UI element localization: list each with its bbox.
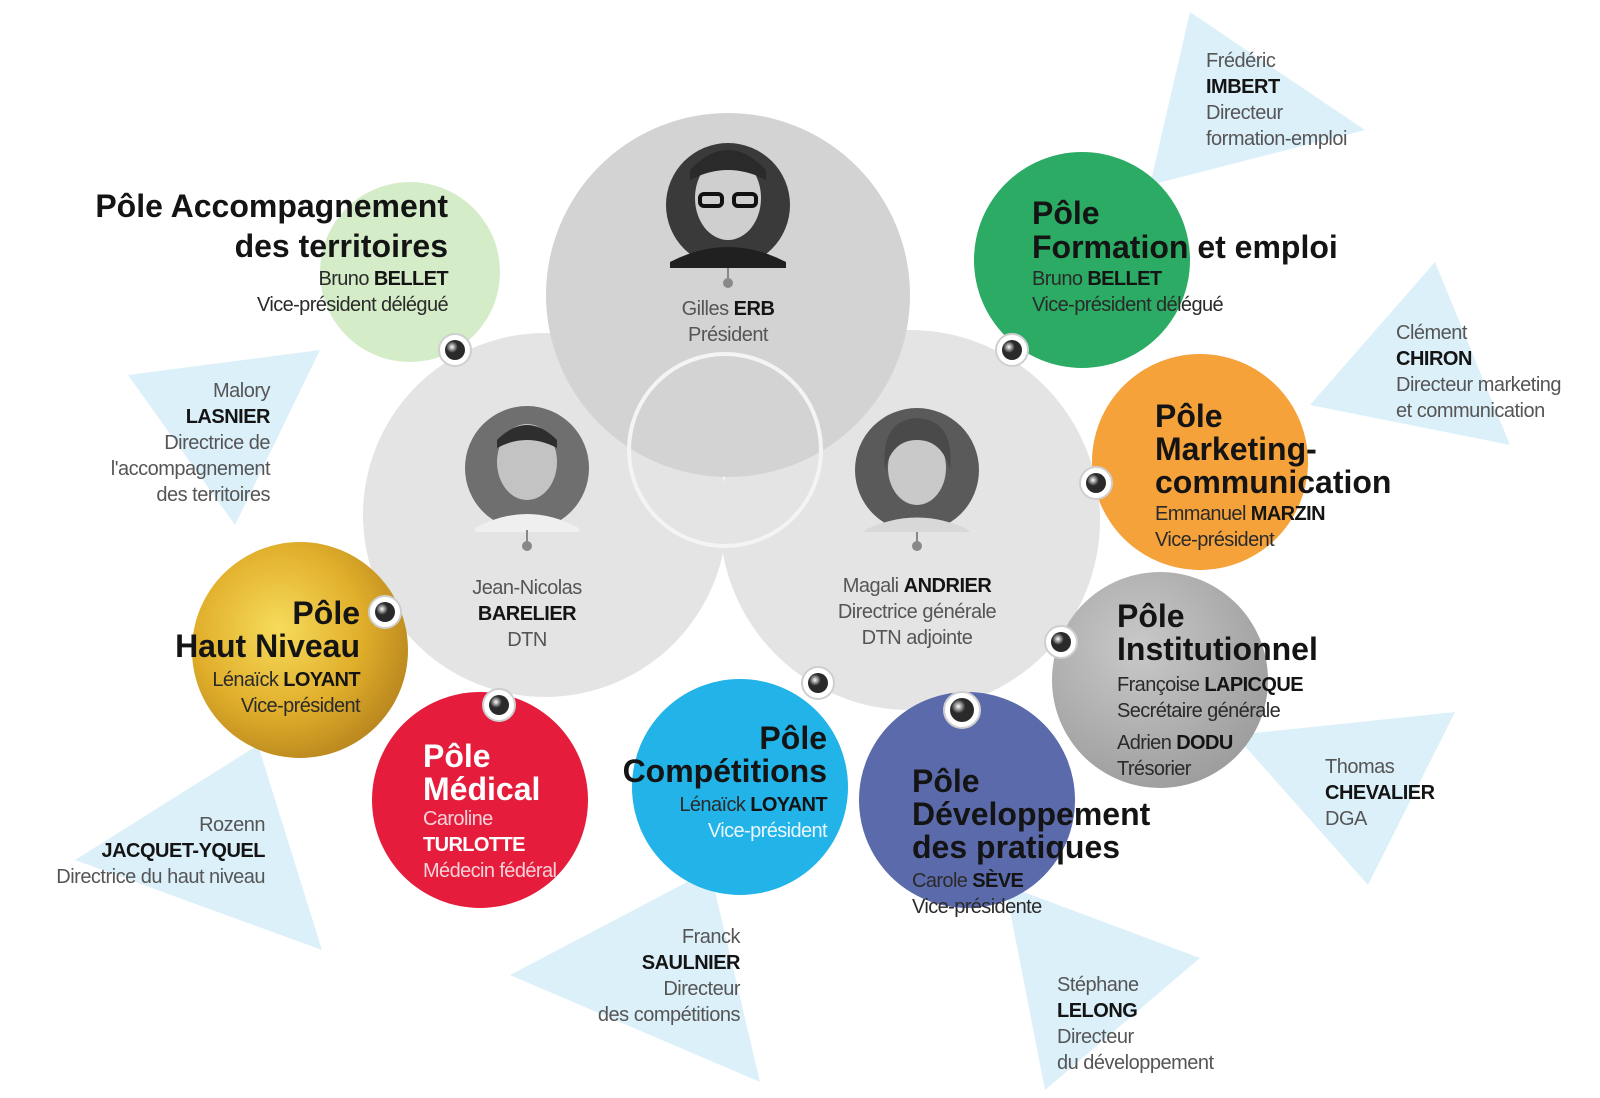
connector-balls [368, 333, 1113, 729]
callout-lasnier: Malory LASNIER Directrice de l'accompagn… [110, 380, 271, 506]
callout-chevalier-shape [1235, 712, 1455, 885]
pole-territoires-label: Pôle Accompagnement des territoires Brun… [95, 188, 448, 316]
pole-developpement-circle [859, 692, 1075, 908]
pole-institutionnel-circle [1052, 572, 1268, 788]
pole-developpement-label: Pôle Développement des pratiques Carole … [912, 763, 1151, 919]
leadership-venn [363, 113, 1100, 710]
pole-formation-label: Pôle Formation et emploi Bruno BELLET Vi… [1032, 195, 1338, 316]
pole-territoires-circle [320, 182, 500, 362]
pole-haut-niveau-label: Pôle Haut Niveau Lénaïck LOYANT Vice-pré… [175, 595, 361, 718]
photo-gilles-erb [666, 143, 790, 268]
pole-marketing-label: Pôle Marketing- communication Emmanuel M… [1155, 398, 1392, 552]
callout-chiron: Clément CHIRON Directeur marketing et co… [1396, 322, 1562, 422]
pole-territoires-title: Pôle Accompagnement des territoires [95, 188, 448, 264]
pole-marketing-title: Pôle Marketing- communication [1155, 398, 1392, 500]
leader-dtn: Jean-Nicolas BARELIER DTN [472, 577, 582, 651]
callout-saulnier: Franck SAULNIER Directeur des compétitio… [597, 926, 741, 1026]
callout-imbert-shape [1150, 12, 1365, 185]
callout-imbert: Frédéric IMBERT Directeur formation-empl… [1206, 50, 1347, 150]
pole-haut-niveau-circle [192, 542, 408, 758]
pole-developpement-title: Pôle Développement des pratiques [912, 763, 1151, 865]
callout-saulnier-shape [510, 870, 760, 1082]
pole-institutionnel-title: Pôle Institutionnel [1117, 598, 1318, 667]
callout-lasnier-shape [128, 350, 320, 525]
pole-competitions-label: Pôle Compétitions Lénaïck LOYANT Vice-pr… [622, 720, 828, 843]
pole-haut-niveau-title: Pôle Haut Niveau [175, 595, 360, 664]
leader-president: Gilles ERB Président [681, 298, 775, 346]
leader-dg: Magali ANDRIER Directrice générale DTN a… [837, 575, 997, 649]
callout-chiron-shape [1310, 262, 1510, 445]
pole-medical-circle [372, 692, 588, 908]
pole-competitions-title: Pôle Compétitions [622, 720, 827, 789]
callout-lelong: Stéphane LELONG Directeur du développeme… [1057, 974, 1214, 1074]
callout-chevalier: Thomas CHEVALIER DGA [1325, 756, 1435, 830]
pole-institutionnel-label: Pôle Institutionnel Françoise LAPICQUE S… [1117, 598, 1318, 781]
photo-magali-andrier [855, 408, 979, 532]
pole-medical-title: Pôle Médical [423, 738, 541, 807]
pole-medical-label: Pôle Médical Caroline TURLOTTE Médecin f… [423, 738, 557, 883]
callout-jacquet-shape [75, 745, 322, 950]
pole-formation-title: Pôle Formation et emploi [1032, 195, 1338, 265]
callout-lelong-shape [1005, 885, 1200, 1090]
photo-jean-nicolas-barelier [465, 406, 589, 532]
pole-competitions-circle [632, 679, 848, 895]
pole-marketing-circle [1092, 354, 1308, 570]
callout-jacquet: Rozenn JACQUET-YQUEL Directrice du haut … [56, 814, 265, 888]
pole-formation-circle [974, 152, 1190, 368]
